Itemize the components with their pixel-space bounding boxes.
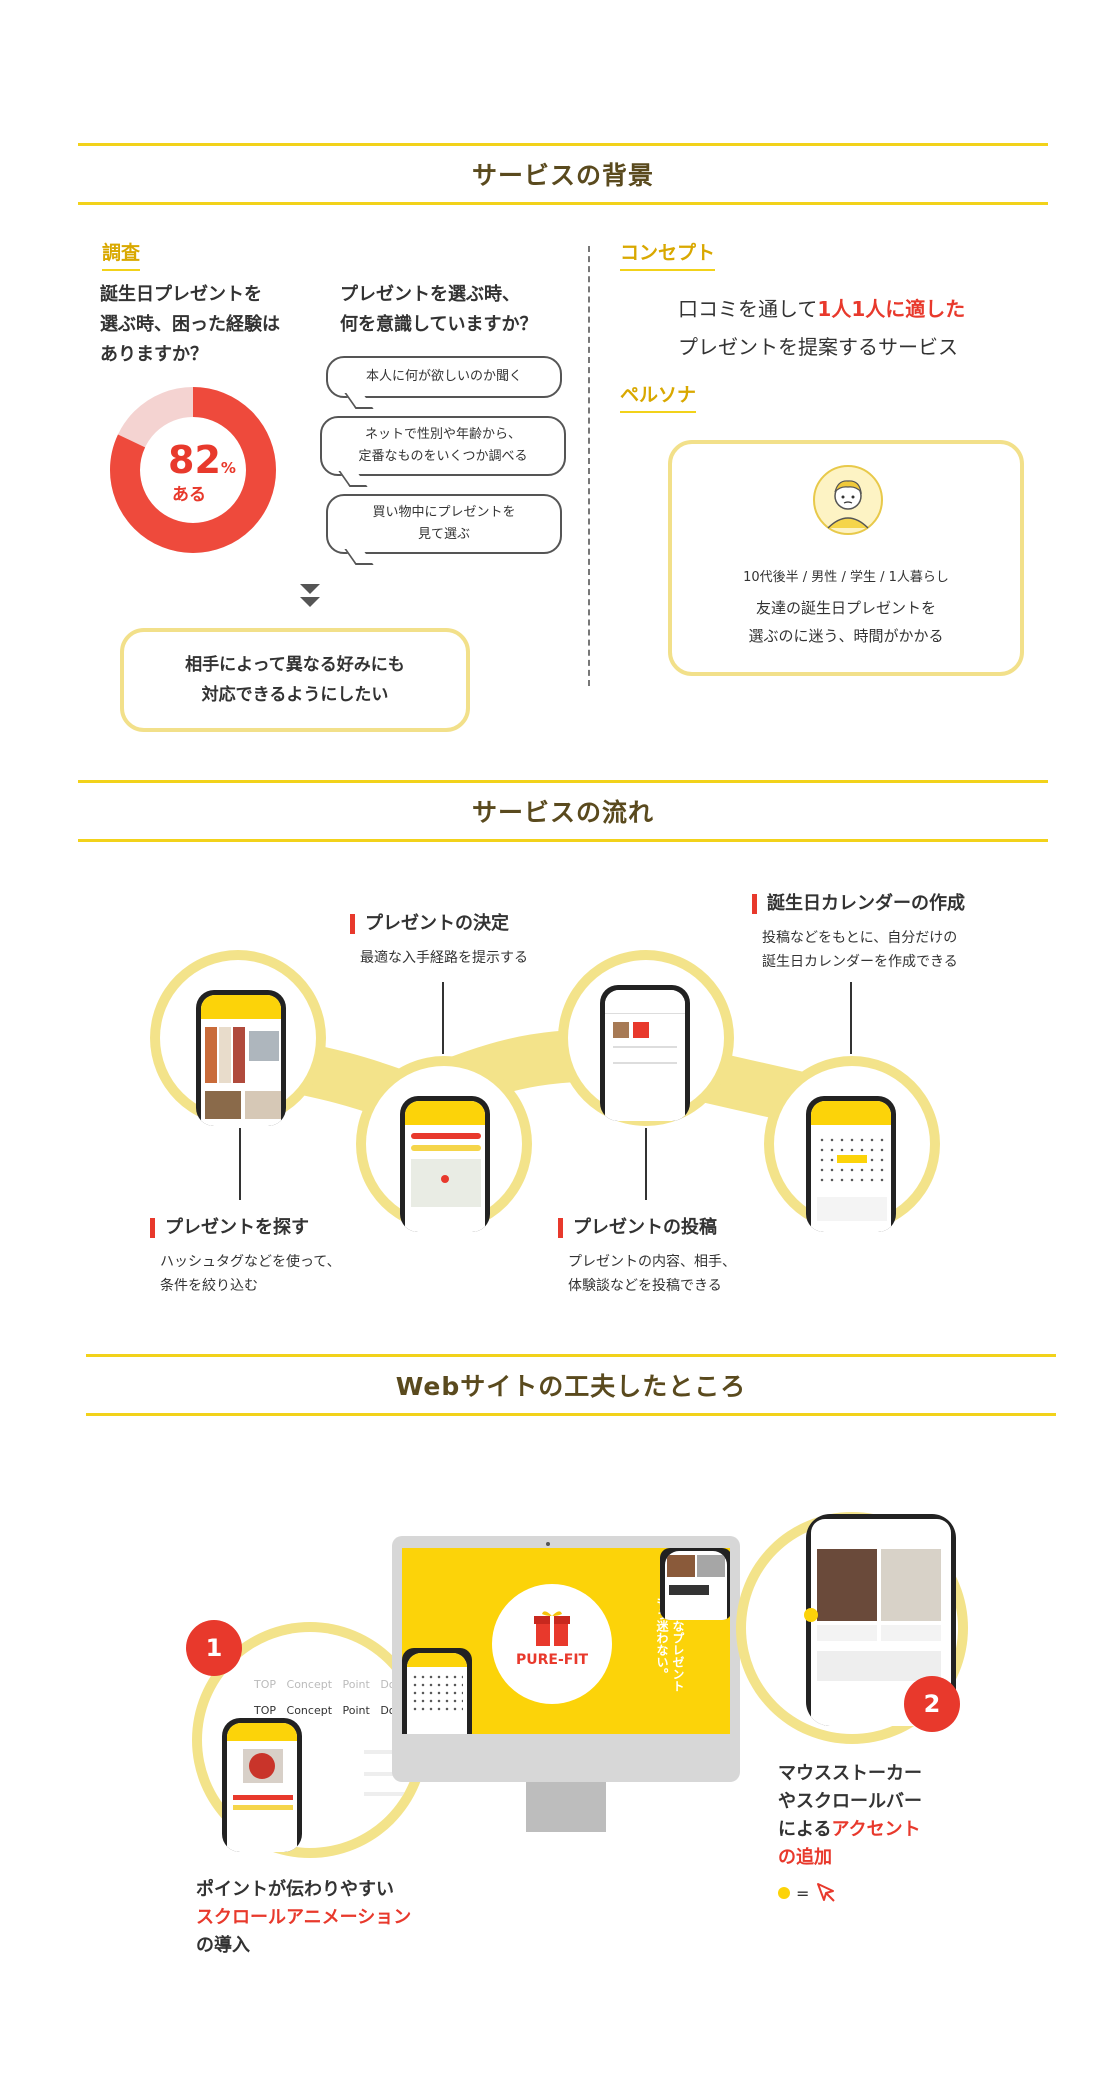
answer-bubble-2: ネットで性別や年齢から、 定番なものをいくつか調べる	[320, 416, 566, 476]
persona-label: ペルソナ	[620, 380, 697, 413]
nav-menu: TOP Concept Point Dow	[254, 1704, 405, 1717]
step-desc-search: ハッシュタグなどを使って、条件を絞り込む	[160, 1254, 341, 1294]
flow-line-1	[239, 1128, 241, 1200]
stalker-legend: =	[778, 1882, 837, 1904]
brand-logo: PURE-FIT	[516, 1652, 589, 1668]
donut-percent: 82%	[168, 438, 236, 482]
conclusion-box: 相手によって異なる好みにも 対応できるようにしたい	[120, 628, 470, 732]
persona-avatar-icon	[813, 465, 883, 535]
section-title-background: サービスの背景	[78, 143, 1048, 205]
answer-bubble-1: 本人に何が欲しいのか聞く	[326, 356, 562, 398]
cursor-arrow-icon	[817, 1883, 836, 1902]
nav-point[interactable]: Point	[342, 1704, 370, 1717]
persona-description: 友達の誕生日プレゼントを 選ぶのに迷う、時間がかかる	[748, 599, 944, 645]
step-desc-decide: 最適な入手経路を提示する	[360, 950, 528, 966]
step-title-search: プレゼントを探す	[150, 1218, 309, 1238]
section-divider	[588, 246, 590, 686]
point-1-text: ポイントが伝わりやすい スクロールアニメーション の導入	[196, 1879, 412, 1956]
step-title-decide: プレゼントの決定	[350, 914, 509, 934]
gift-box-icon	[534, 1611, 570, 1646]
persona-card: 10代後半 / 男性 / 学生 / 1人暮らし 友達の誕生日プレゼントを 選ぶの…	[668, 440, 1024, 676]
step-title-post: プレゼントの投稿	[558, 1218, 717, 1238]
step-desc-calendar: 投稿などをもとに、自分だけの誕生日カレンダーを作成できる	[762, 930, 958, 970]
phone-mockup-scroll	[222, 1718, 302, 1852]
nav-top[interactable]: TOP	[254, 1704, 277, 1717]
badge-2: 2	[904, 1676, 960, 1732]
persona-profile: 10代後半 / 男性 / 学生 / 1人暮らし	[743, 570, 949, 585]
flow-line-3	[645, 1128, 647, 1200]
step-title-calendar: 誕生日カレンダーの作成	[752, 894, 965, 914]
cursor-dot	[804, 1608, 818, 1622]
section-title-web: Webサイトの工夫したところ	[86, 1354, 1056, 1416]
double-chevron-down-icon	[300, 584, 320, 607]
phone-mockup-calendar	[806, 1096, 896, 1232]
phone-mockup-search	[196, 990, 286, 1126]
point-2-text: マウスストーカー やスクロールバー によるアクセント の追加	[778, 1763, 922, 1868]
stalker-dot-icon	[778, 1887, 790, 1899]
phone-mockup-post	[600, 985, 690, 1121]
survey-donut-chart	[110, 387, 276, 553]
survey-label: 調査	[102, 238, 141, 271]
badge-1: 1	[186, 1620, 242, 1676]
survey-question-2: プレゼントを選ぶ時、 何を意識していますか？	[340, 284, 538, 335]
concept-text: 口コミを通して1人1人に適した プレゼントを提案するサービス	[678, 297, 966, 359]
section-title-flow: サービスの流れ	[78, 780, 1048, 842]
desktop-monitor: PURE-FIT 大切なプレゼント もう迷わない。	[392, 1536, 740, 1782]
flow-line-2	[442, 982, 444, 1054]
nav-concept[interactable]: Concept	[286, 1704, 333, 1717]
donut-caption: ある	[172, 485, 206, 505]
concept-label: コンセプト	[620, 238, 716, 271]
answer-bubble-3: 買い物中にプレゼントを 見て選ぶ	[326, 494, 562, 554]
flow-line-4	[850, 982, 852, 1054]
monitor-stand	[526, 1782, 606, 1832]
monitor-screen: PURE-FIT 大切なプレゼント もう迷わない。	[402, 1548, 730, 1734]
donut-arc	[110, 387, 276, 553]
step-desc-post: プレゼントの内容、相手、体験談などを投稿できる	[568, 1254, 736, 1294]
phone-mockup-decide	[400, 1096, 490, 1232]
survey-question-1: 誕生日プレゼントを 選ぶ時、困った経験は ありますか？	[100, 284, 280, 365]
